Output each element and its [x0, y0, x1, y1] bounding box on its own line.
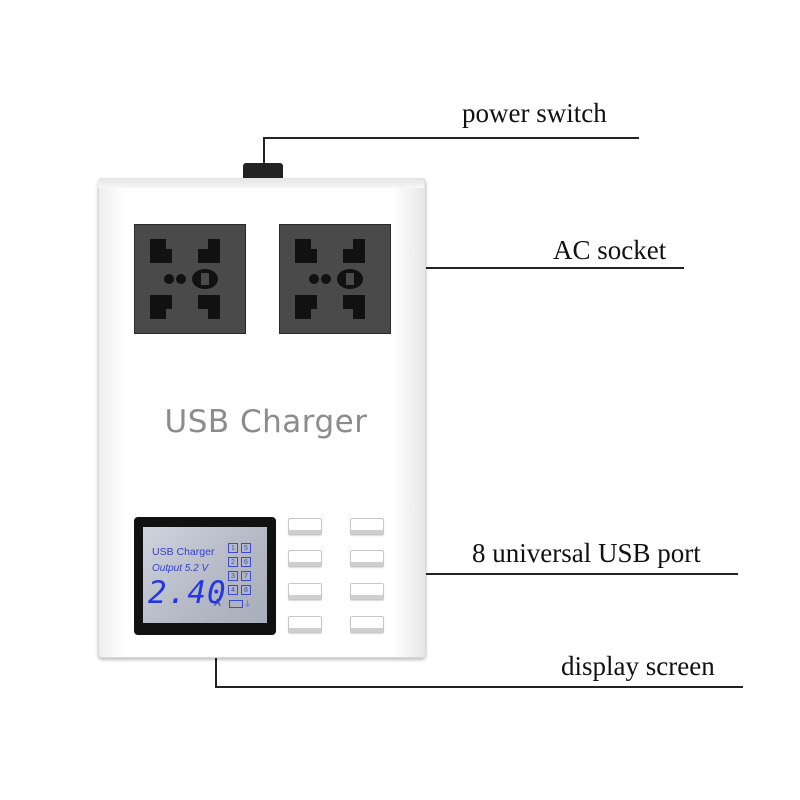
lcd-title: USB Charger	[152, 546, 215, 558]
display-screen-leader	[215, 686, 743, 688]
lcd-port-indicator: 2	[228, 557, 238, 567]
socket-face-icon	[150, 239, 220, 319]
usb-port-8[interactable]	[350, 616, 384, 633]
usb-port-7[interactable]	[350, 583, 384, 600]
usb-port-label: 8 universal USB port	[472, 538, 701, 568]
charger-top-edge	[98, 178, 424, 188]
lcd-current-value: 2.40	[148, 575, 227, 611]
usb-port-4[interactable]	[288, 616, 322, 633]
usb-port-1[interactable]	[288, 518, 322, 535]
display-screen-label: display screen	[561, 651, 715, 681]
socket-face-icon	[295, 239, 365, 319]
lcd-current-unit: A	[214, 598, 221, 609]
lcd-port-indicator: 7	[241, 571, 251, 581]
lcd-port-indicator: 6	[241, 557, 251, 567]
usb-port-6[interactable]	[350, 550, 384, 567]
ac-socket-left[interactable]	[134, 224, 246, 334]
display-screen-leader-drop	[215, 636, 217, 688]
usb-port-leader	[390, 573, 738, 575]
usb-port-5[interactable]	[350, 518, 384, 535]
plug-icon: ⏚	[244, 600, 251, 608]
lcd-port-indicator: 5	[241, 543, 251, 553]
lcd-port-indicator: 3	[228, 571, 238, 581]
lcd-output-voltage: Output 5.2 V	[152, 563, 209, 574]
lcd-port-indicator: 1	[228, 543, 238, 553]
lcd-port-indicator: 8	[241, 585, 251, 595]
battery-icon	[229, 600, 243, 608]
usb-port-3[interactable]	[288, 583, 322, 600]
ac-socket-label: AC socket	[553, 235, 667, 265]
ac-socket-leader	[392, 267, 684, 269]
brand-text: USB Charger	[164, 404, 368, 440]
ac-socket-right[interactable]	[279, 224, 391, 334]
power-switch-label: power switch	[462, 98, 607, 128]
power-switch-knob[interactable]	[243, 163, 283, 181]
lcd-port-indicator: 4	[228, 585, 238, 595]
power-switch-leader	[263, 137, 639, 139]
power-switch-leader-drop	[263, 137, 265, 165]
usb-port-2[interactable]	[288, 550, 322, 567]
